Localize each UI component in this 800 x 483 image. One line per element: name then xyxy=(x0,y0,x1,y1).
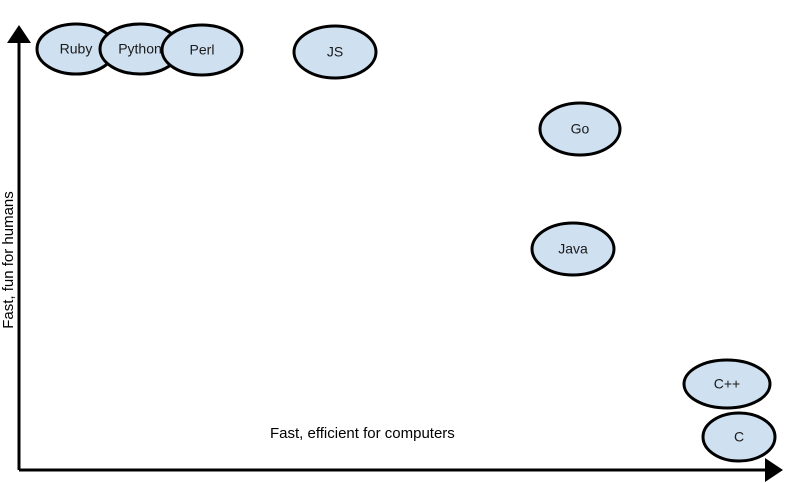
data-point-perl[interactable]: Perl xyxy=(160,23,244,77)
bubble-label: Perl xyxy=(190,42,215,58)
bubble-label: Python xyxy=(118,41,162,57)
bubble-shape xyxy=(538,101,622,157)
y-axis-label: Fast, fun for humans xyxy=(0,191,17,329)
data-point-java[interactable]: Java xyxy=(530,221,616,277)
data-point-python[interactable]: Python xyxy=(98,22,182,76)
bubble-shape xyxy=(682,358,772,410)
bubble-shape xyxy=(530,221,616,277)
bubble-label: JS xyxy=(327,44,343,60)
bubble-label: C xyxy=(734,429,744,445)
data-point-c[interactable]: C xyxy=(701,411,777,463)
bubble-label: Java xyxy=(558,241,588,257)
bubble-label: C++ xyxy=(714,376,740,392)
bubble-shape xyxy=(701,411,777,463)
data-point-go[interactable]: Go xyxy=(538,101,622,157)
bubble-label: Ruby xyxy=(60,41,93,57)
x-axis-label: Fast, efficient for computers xyxy=(270,425,455,442)
data-point-cpp[interactable]: C++ xyxy=(682,358,772,410)
bubble-shape xyxy=(160,23,244,77)
data-point-js[interactable]: JS xyxy=(292,24,378,80)
bubble-label: Go xyxy=(571,121,590,137)
bubble-shape xyxy=(292,24,378,80)
